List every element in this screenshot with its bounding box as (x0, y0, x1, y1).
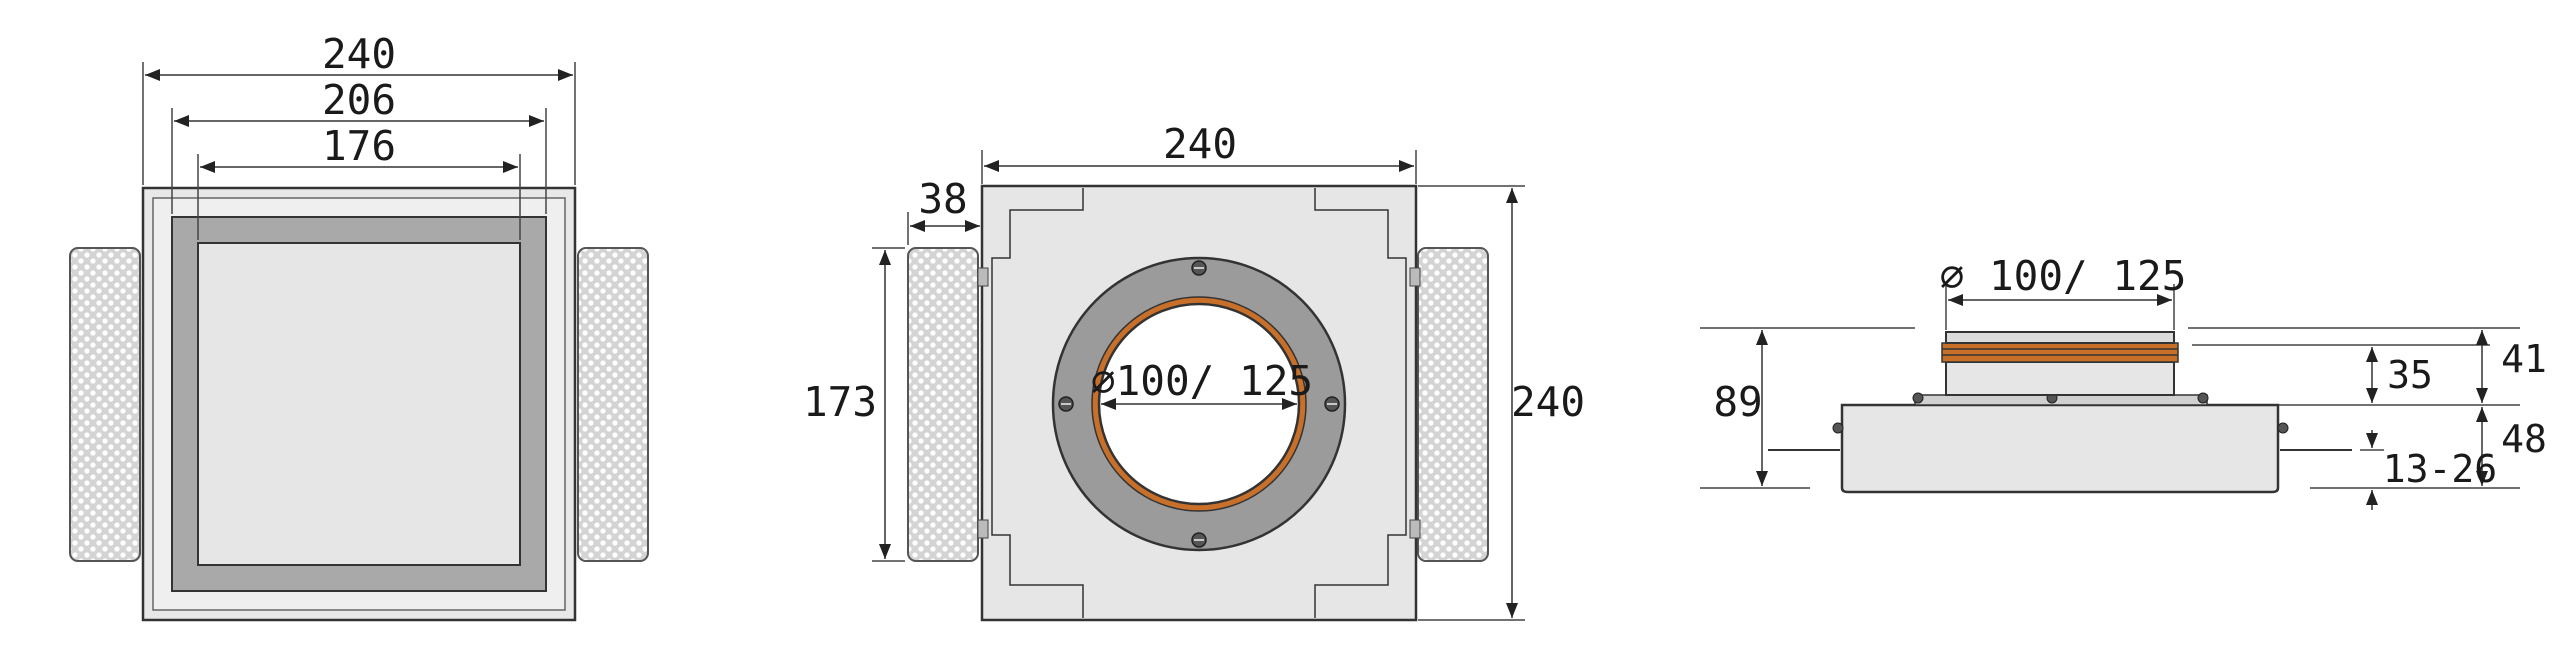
top-left-spring-clip (907, 247, 979, 562)
side-dim-35-label: 35 (2387, 353, 2433, 397)
left-screw-icon (1058, 396, 1074, 412)
side-dim-41-label: 41 (2501, 337, 2547, 381)
front-dim-176-label: 176 (322, 122, 396, 170)
front-dim-240-label: 240 (322, 30, 396, 78)
side-dim-13-26-label: 13-26 (2383, 447, 2497, 491)
side-housing (1840, 403, 2280, 494)
right-screw-icon (1324, 396, 1340, 412)
side-collar-gasket (1941, 342, 2179, 363)
front-view: 240 206 176 (69, 30, 649, 622)
side-view: ∅ 100/ 125 89 35 41 48 13-26 (1700, 252, 2547, 510)
side-collar-cap (1945, 331, 2175, 344)
side-left-screw-icon (1832, 422, 1844, 434)
bottom-screw-icon (1191, 532, 1207, 548)
front-diffuser-panel (197, 242, 521, 566)
top-screw-icon (1191, 260, 1207, 276)
front-left-spring-clip (69, 247, 141, 562)
top-diameter-label: ∅100/ 125 (1091, 357, 1313, 405)
top-right-clip-bracket-2 (1409, 519, 1421, 539)
top-right-clip-bracket (1409, 267, 1421, 287)
side-top-right-screw-icon (2197, 392, 2209, 404)
side-collar (1945, 361, 2175, 396)
side-housing-top-plate (1914, 394, 2208, 406)
front-right-spring-clip (577, 247, 649, 562)
side-right-screw-icon (2277, 422, 2289, 434)
top-right-spring-clip (1417, 247, 1489, 562)
top-left-clip-bracket (977, 267, 989, 287)
top-dim-38-label: 38 (918, 175, 967, 223)
top-housing-notch-outline (991, 188, 1407, 618)
top-dim-173-label: 173 (803, 378, 877, 426)
front-dim-206-label: 206 (322, 76, 396, 124)
side-dim-48-label: 48 (2501, 417, 2547, 461)
top-dim-240-label: 240 (1163, 120, 1237, 168)
side-dim-89-label: 89 (1713, 378, 1762, 426)
top-left-clip-bracket-2 (977, 519, 989, 539)
top-dim-240-vertical-label: 240 (1511, 378, 1585, 426)
side-diameter-label: ∅ 100/ 125 (1940, 252, 2187, 300)
side-top-left-screw-icon (1912, 392, 1924, 404)
top-view: ∅100/ 125 240 38 173 240 (803, 120, 1585, 622)
